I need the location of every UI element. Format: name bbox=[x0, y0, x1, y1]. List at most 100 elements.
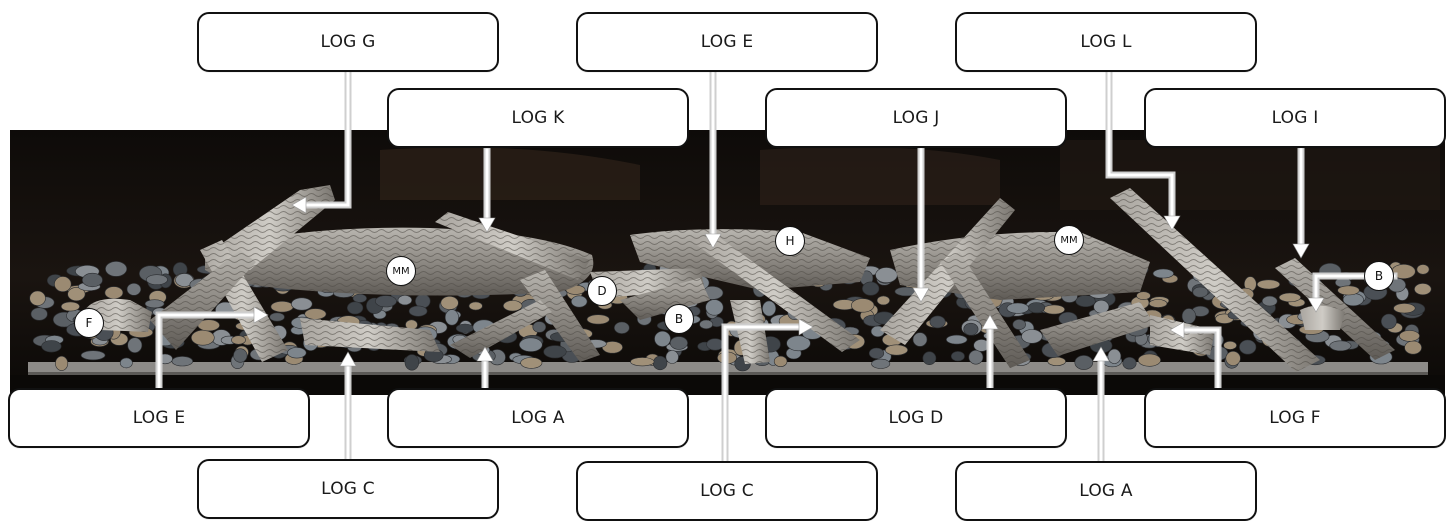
label-log-g: LOG G bbox=[197, 12, 499, 72]
pebble bbox=[652, 355, 668, 371]
pebble bbox=[868, 347, 885, 359]
pebble bbox=[397, 295, 413, 306]
pebble bbox=[613, 321, 630, 334]
pebble bbox=[1027, 302, 1046, 313]
arrowhead-log-e-bottom bbox=[253, 306, 269, 324]
tag-b-mid: B bbox=[664, 304, 694, 334]
pebble bbox=[929, 315, 946, 329]
pebble bbox=[570, 295, 588, 308]
pebble bbox=[875, 267, 898, 283]
pebble bbox=[520, 357, 543, 369]
pebble bbox=[104, 286, 124, 300]
pebble bbox=[912, 332, 928, 347]
pebble bbox=[1399, 330, 1420, 342]
pebble bbox=[1416, 264, 1430, 275]
pebble bbox=[1012, 319, 1026, 330]
pebble bbox=[1107, 348, 1122, 364]
arrowhead-log-a-left bbox=[476, 346, 494, 362]
pebble bbox=[850, 298, 875, 313]
label-log-a-left: LOG A bbox=[387, 388, 689, 448]
pebble bbox=[408, 305, 428, 317]
label-log-d: LOG D bbox=[765, 388, 1067, 448]
pebble bbox=[1414, 283, 1432, 296]
pebble bbox=[518, 337, 543, 352]
pebble bbox=[884, 344, 908, 356]
pebble bbox=[876, 295, 891, 306]
pebble bbox=[1278, 292, 1301, 303]
pebble bbox=[1256, 279, 1281, 290]
label-log-a-right: LOG A bbox=[955, 461, 1257, 521]
pebble bbox=[105, 261, 128, 277]
pebble bbox=[374, 295, 397, 308]
pebble bbox=[1074, 355, 1094, 370]
pebble bbox=[127, 337, 143, 354]
label-log-e-top: LOG E bbox=[576, 12, 878, 72]
pebble bbox=[1181, 308, 1196, 324]
pebble bbox=[1137, 353, 1161, 367]
tag-mm-left: MM bbox=[386, 256, 416, 286]
label-log-c-left: LOG C bbox=[197, 459, 499, 519]
pebble bbox=[1047, 356, 1066, 367]
pebble bbox=[144, 299, 165, 309]
label-log-e-bottom: LOG E bbox=[8, 388, 310, 448]
pebble bbox=[191, 329, 215, 346]
pebble bbox=[67, 287, 86, 302]
pebble bbox=[968, 349, 984, 365]
pebble bbox=[945, 334, 968, 345]
arrowhead-log-g bbox=[291, 196, 307, 214]
arrowhead-log-a-right bbox=[1092, 346, 1110, 362]
arrowhead-log-c-left bbox=[339, 351, 357, 367]
tag-h: H bbox=[775, 226, 805, 256]
pebble bbox=[654, 330, 671, 347]
pebble bbox=[29, 290, 46, 306]
arrowhead-log-e-top bbox=[704, 233, 722, 249]
pebble bbox=[1021, 329, 1043, 344]
pebble bbox=[586, 314, 610, 325]
pebble bbox=[1122, 357, 1137, 370]
pebble bbox=[1342, 293, 1364, 307]
label-log-i: LOG I bbox=[1144, 88, 1446, 148]
pebble bbox=[705, 299, 724, 316]
pebble bbox=[669, 336, 688, 350]
tag-b-right: B bbox=[1364, 261, 1394, 291]
pebble bbox=[1261, 295, 1278, 307]
label-log-k: LOG K bbox=[387, 88, 689, 148]
pebble bbox=[699, 319, 714, 330]
pebble bbox=[304, 308, 327, 320]
pebble bbox=[60, 301, 80, 312]
arrowheads bbox=[253, 196, 1325, 367]
pebble bbox=[1136, 291, 1151, 301]
pebble bbox=[145, 274, 168, 286]
pebble bbox=[54, 276, 72, 292]
pebble bbox=[126, 282, 142, 296]
pebble bbox=[1381, 313, 1397, 330]
arrowhead-b-right bbox=[1307, 297, 1325, 313]
pebble bbox=[665, 350, 679, 364]
arrowhead-log-d bbox=[981, 314, 999, 330]
pebble bbox=[468, 301, 483, 311]
arrowhead-log-i bbox=[1292, 243, 1310, 259]
pebble bbox=[404, 354, 420, 371]
pebble bbox=[543, 345, 567, 359]
arrowhead-log-c-mid bbox=[798, 318, 814, 336]
pebble bbox=[871, 358, 891, 369]
pebble bbox=[773, 355, 788, 368]
pebble bbox=[1043, 304, 1066, 315]
label-log-j: LOG J bbox=[765, 88, 1067, 148]
pebble bbox=[287, 347, 307, 359]
pebble bbox=[1093, 299, 1110, 314]
tag-mm-right: MM bbox=[1054, 225, 1084, 255]
pebble bbox=[503, 300, 523, 312]
pebble bbox=[951, 351, 965, 362]
pebble bbox=[1006, 302, 1029, 314]
middle-log-group bbox=[590, 229, 870, 364]
pebble bbox=[80, 350, 106, 361]
pebble bbox=[762, 300, 777, 317]
pebble bbox=[1404, 340, 1422, 355]
pebble bbox=[119, 357, 133, 369]
pebble bbox=[30, 307, 48, 321]
pebble bbox=[630, 357, 655, 367]
pebble bbox=[706, 338, 724, 351]
